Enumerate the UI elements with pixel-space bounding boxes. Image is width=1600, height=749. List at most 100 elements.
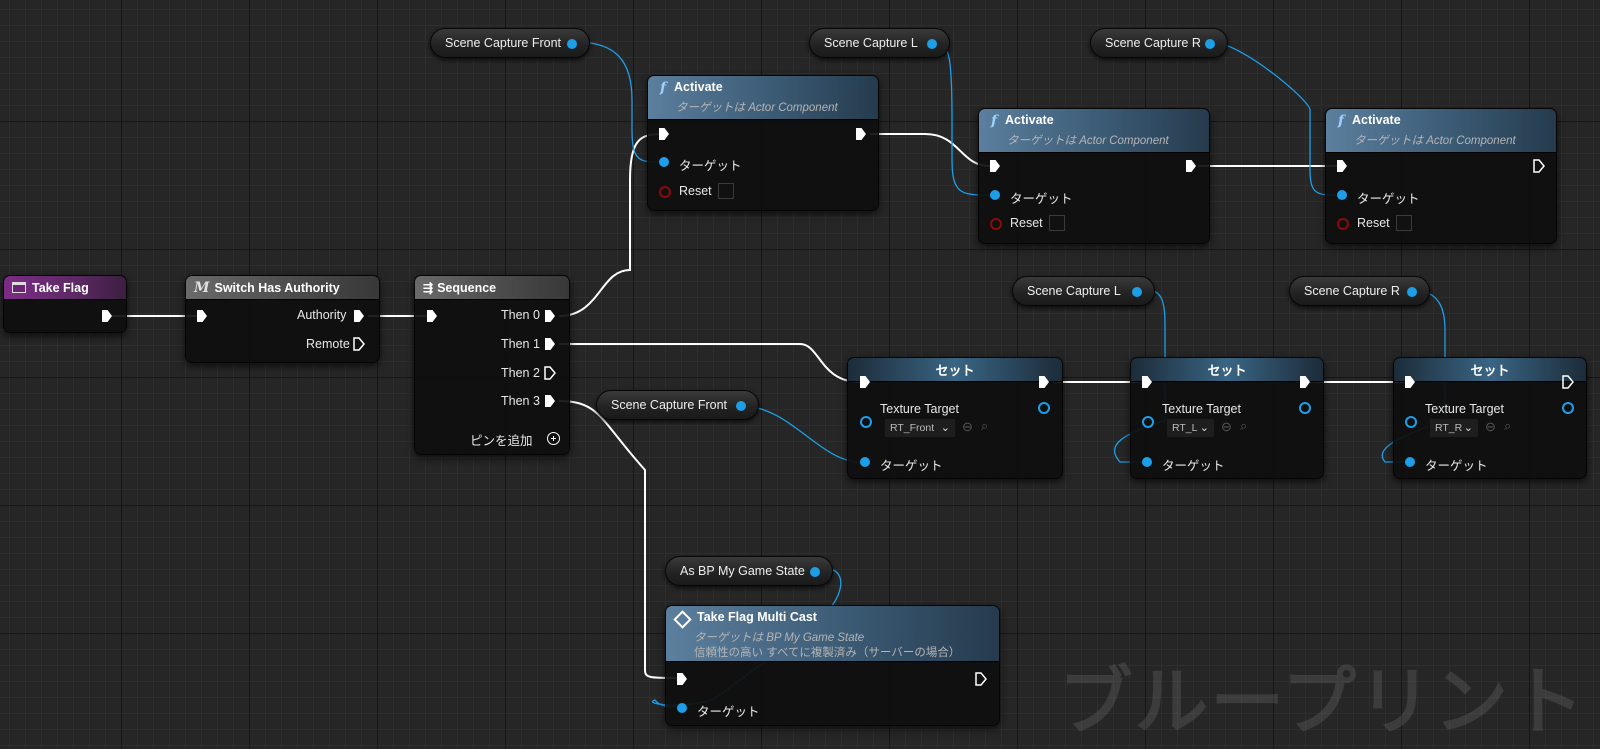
object-wire-front-set1 (741, 405, 861, 463)
activate1-target-pin[interactable] (659, 157, 669, 167)
use-selected-icon[interactable]: ⊖ (962, 419, 973, 434)
activate2-target-pin[interactable] (990, 190, 1000, 200)
activate-node-3[interactable]: f Activate ターゲットは Actor Component (1325, 108, 1557, 244)
activate3-target-pin[interactable] (1337, 190, 1347, 200)
set-node-3[interactable]: セット (1393, 357, 1587, 479)
authority-exec-out-pin[interactable] (354, 310, 364, 322)
var-as-bp-my-game-state[interactable]: As BP My Game State (665, 556, 833, 586)
activate-subtitle: ターゲットは Actor Component (1007, 135, 1169, 147)
then2-exec-out-pin[interactable] (544, 366, 556, 380)
set2-texture-dropdown[interactable]: RT_L⌄ (1166, 418, 1215, 438)
var-scene-capture-front-mid[interactable]: Scene Capture Front (596, 390, 759, 420)
set1-texture-in-pin[interactable] (860, 416, 872, 428)
var-label: Scene Capture L (824, 36, 918, 50)
exec-wire-then1-set1 (559, 343, 861, 383)
set-title: セット (1470, 363, 1510, 378)
set2-texture-out-pin[interactable] (1299, 402, 1311, 414)
var-scene-capture-front-top[interactable]: Scene Capture Front (430, 28, 590, 58)
browse-icon[interactable]: ⌕ (981, 418, 989, 433)
set2-exec-out-pin[interactable] (1300, 376, 1310, 388)
dropdown-value: RT_Front (890, 422, 935, 434)
activate-node-2[interactable]: f Activate ターゲットは Actor Component (978, 108, 1210, 244)
set3-texture-out-pin[interactable] (1562, 402, 1574, 414)
activate3-reset-label: Reset (1357, 216, 1390, 230)
switch-node-header: M Switch Has Authority (186, 276, 379, 300)
remote-exec-out-pin[interactable] (353, 337, 365, 351)
set3-exec-out-pin[interactable] (1562, 375, 1574, 389)
activate2-reset-pin[interactable] (990, 218, 1002, 230)
set1-target-pin[interactable] (860, 457, 870, 467)
use-selected-icon[interactable]: ⊖ (1221, 419, 1232, 434)
activate3-reset-pin[interactable] (1337, 218, 1349, 230)
browse-icon[interactable]: ⌕ (1240, 418, 1248, 433)
var-label: Scene Capture Front (611, 398, 728, 412)
activate2-exec-in-pin[interactable] (990, 160, 1000, 172)
multicast-target-pin[interactable] (677, 703, 687, 713)
then2-label: Then 2 (501, 366, 540, 380)
switch-has-authority-node[interactable]: M Switch Has Authority (185, 275, 380, 363)
switch-exec-in-pin[interactable] (197, 310, 207, 322)
exec-wire-then3-cast (558, 400, 679, 679)
set-node-2[interactable]: セット (1130, 357, 1324, 479)
activate1-exec-out-pin[interactable] (856, 128, 866, 140)
object-pin[interactable] (810, 567, 820, 577)
chevron-down-icon: ⌄ (1199, 422, 1209, 434)
activate1-reset-checkbox[interactable] (718, 183, 734, 199)
then3-exec-out-pin[interactable] (545, 395, 555, 407)
var-scene-capture-r-top[interactable]: Scene Capture R (1090, 28, 1228, 58)
dropdown-value: RT_R (1435, 422, 1463, 434)
set1-texture-dropdown[interactable]: RT_Front ⌄ (884, 418, 956, 438)
set3-target-pin[interactable] (1405, 457, 1415, 467)
set1-exec-in-pin[interactable] (860, 376, 870, 388)
event-exec-out-pin[interactable] (102, 310, 112, 322)
function-icon: f (1338, 113, 1345, 129)
then0-label: Then 0 (501, 308, 540, 322)
set2-texture-in-pin[interactable] (1142, 416, 1154, 428)
var-scene-capture-l-mid[interactable]: Scene Capture L (1012, 276, 1155, 306)
set3-texture-in-pin[interactable] (1405, 416, 1417, 428)
object-pin[interactable] (1205, 39, 1215, 49)
then1-label: Then 1 (501, 337, 540, 351)
set1-exec-out-pin[interactable] (1039, 376, 1049, 388)
event-icon (12, 282, 26, 293)
var-scene-capture-r-mid[interactable]: Scene Capture R (1289, 276, 1430, 306)
activate-node-3-header: f Activate ターゲットは Actor Component (1326, 109, 1556, 153)
activate-node-1-header: f Activate ターゲットは Actor Component (648, 76, 878, 120)
var-label: Scene Capture R (1304, 284, 1400, 298)
activate2-exec-out-pin[interactable] (1186, 160, 1196, 172)
object-pin[interactable] (1132, 287, 1142, 297)
set1-param-label: Texture Target (880, 402, 959, 416)
set1-texture-out-pin[interactable] (1038, 402, 1050, 414)
then1-exec-out-pin[interactable] (545, 338, 555, 350)
set2-target-pin[interactable] (1142, 457, 1152, 467)
set3-texture-dropdown[interactable]: RT_R⌄ (1429, 418, 1479, 438)
object-pin[interactable] (927, 39, 937, 49)
multicast-exec-out-pin[interactable] (975, 672, 987, 686)
object-pin[interactable] (1407, 287, 1417, 297)
activate-title: Activate (1005, 113, 1054, 127)
activate1-reset-pin[interactable] (659, 186, 671, 198)
set1-target-label: ターゲット (880, 459, 943, 473)
activate1-exec-in-pin[interactable] (659, 128, 669, 140)
then0-exec-out-pin[interactable] (545, 310, 555, 322)
chevron-down-icon: ⌄ (940, 422, 950, 434)
activate2-reset-checkbox[interactable] (1049, 215, 1065, 231)
set2-target-label: ターゲット (1162, 459, 1225, 473)
activate3-exec-in-pin[interactable] (1337, 160, 1347, 172)
browse-icon[interactable]: ⌕ (1504, 418, 1512, 433)
sequence-node[interactable]: ⇶ Sequence (414, 275, 570, 455)
activate3-exec-out-pin[interactable] (1533, 159, 1545, 173)
activate-title: Activate (674, 80, 723, 94)
var-scene-capture-l-top[interactable]: Scene Capture L (809, 28, 950, 58)
add-pin-label[interactable]: ピンを追加 (470, 434, 533, 448)
activate-node-1[interactable]: f Activate ターゲットは Actor Component (647, 75, 879, 211)
object-pin[interactable] (736, 401, 746, 411)
object-pin[interactable] (567, 39, 577, 49)
activate3-reset-checkbox[interactable] (1396, 215, 1412, 231)
add-pin-icon[interactable] (547, 432, 560, 445)
activate2-target-label: ターゲット (1010, 192, 1073, 206)
use-selected-icon[interactable]: ⊖ (1485, 419, 1496, 434)
sequence-node-title: Sequence (437, 280, 497, 295)
multicast-node-header: Take Flag Multi Cast ターゲットは BP My Game S… (666, 606, 999, 662)
take-flag-event-node[interactable]: Take Flag (3, 275, 127, 333)
